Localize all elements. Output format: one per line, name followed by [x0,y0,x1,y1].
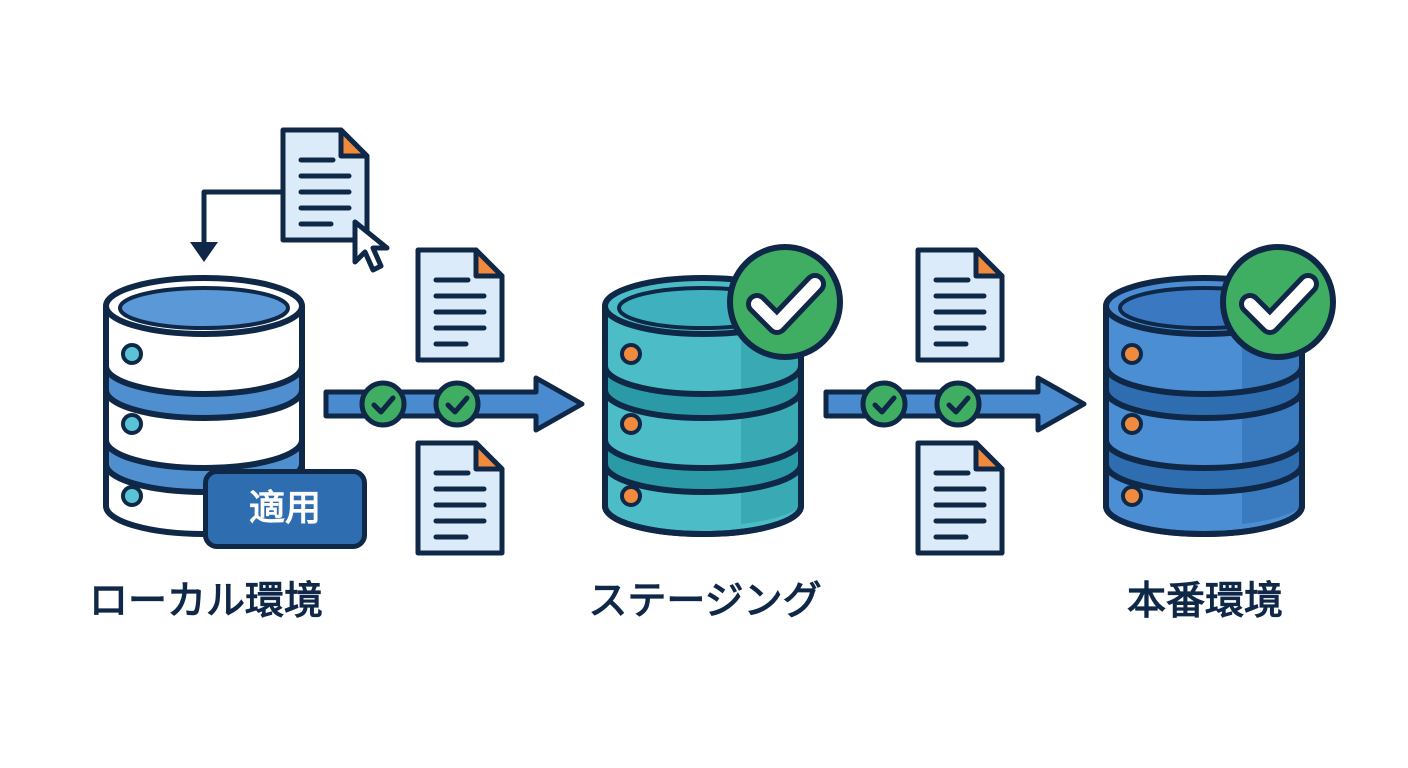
document-icon [418,443,502,553]
check-circle-icon [1223,247,1333,357]
document-icon [918,443,1002,553]
cursor-arrow-icon [352,219,390,273]
check-circle-icon [937,383,979,425]
apply-badge: 適用 [203,469,367,549]
stage-label-staging: ステージング [588,579,822,624]
stage-label-production: 本番環境 [1126,579,1283,624]
check-circle-icon [436,383,478,425]
check-circle-icon [362,383,404,425]
document-icon [918,250,1002,360]
check-circle-icon [863,383,905,425]
document-icon [418,250,502,360]
check-circle-icon [730,247,840,357]
database-local [103,275,305,537]
database-staging [602,275,804,537]
apply-flow-arrow [190,189,283,262]
stage-label-local: ローカル環境 [88,579,323,624]
